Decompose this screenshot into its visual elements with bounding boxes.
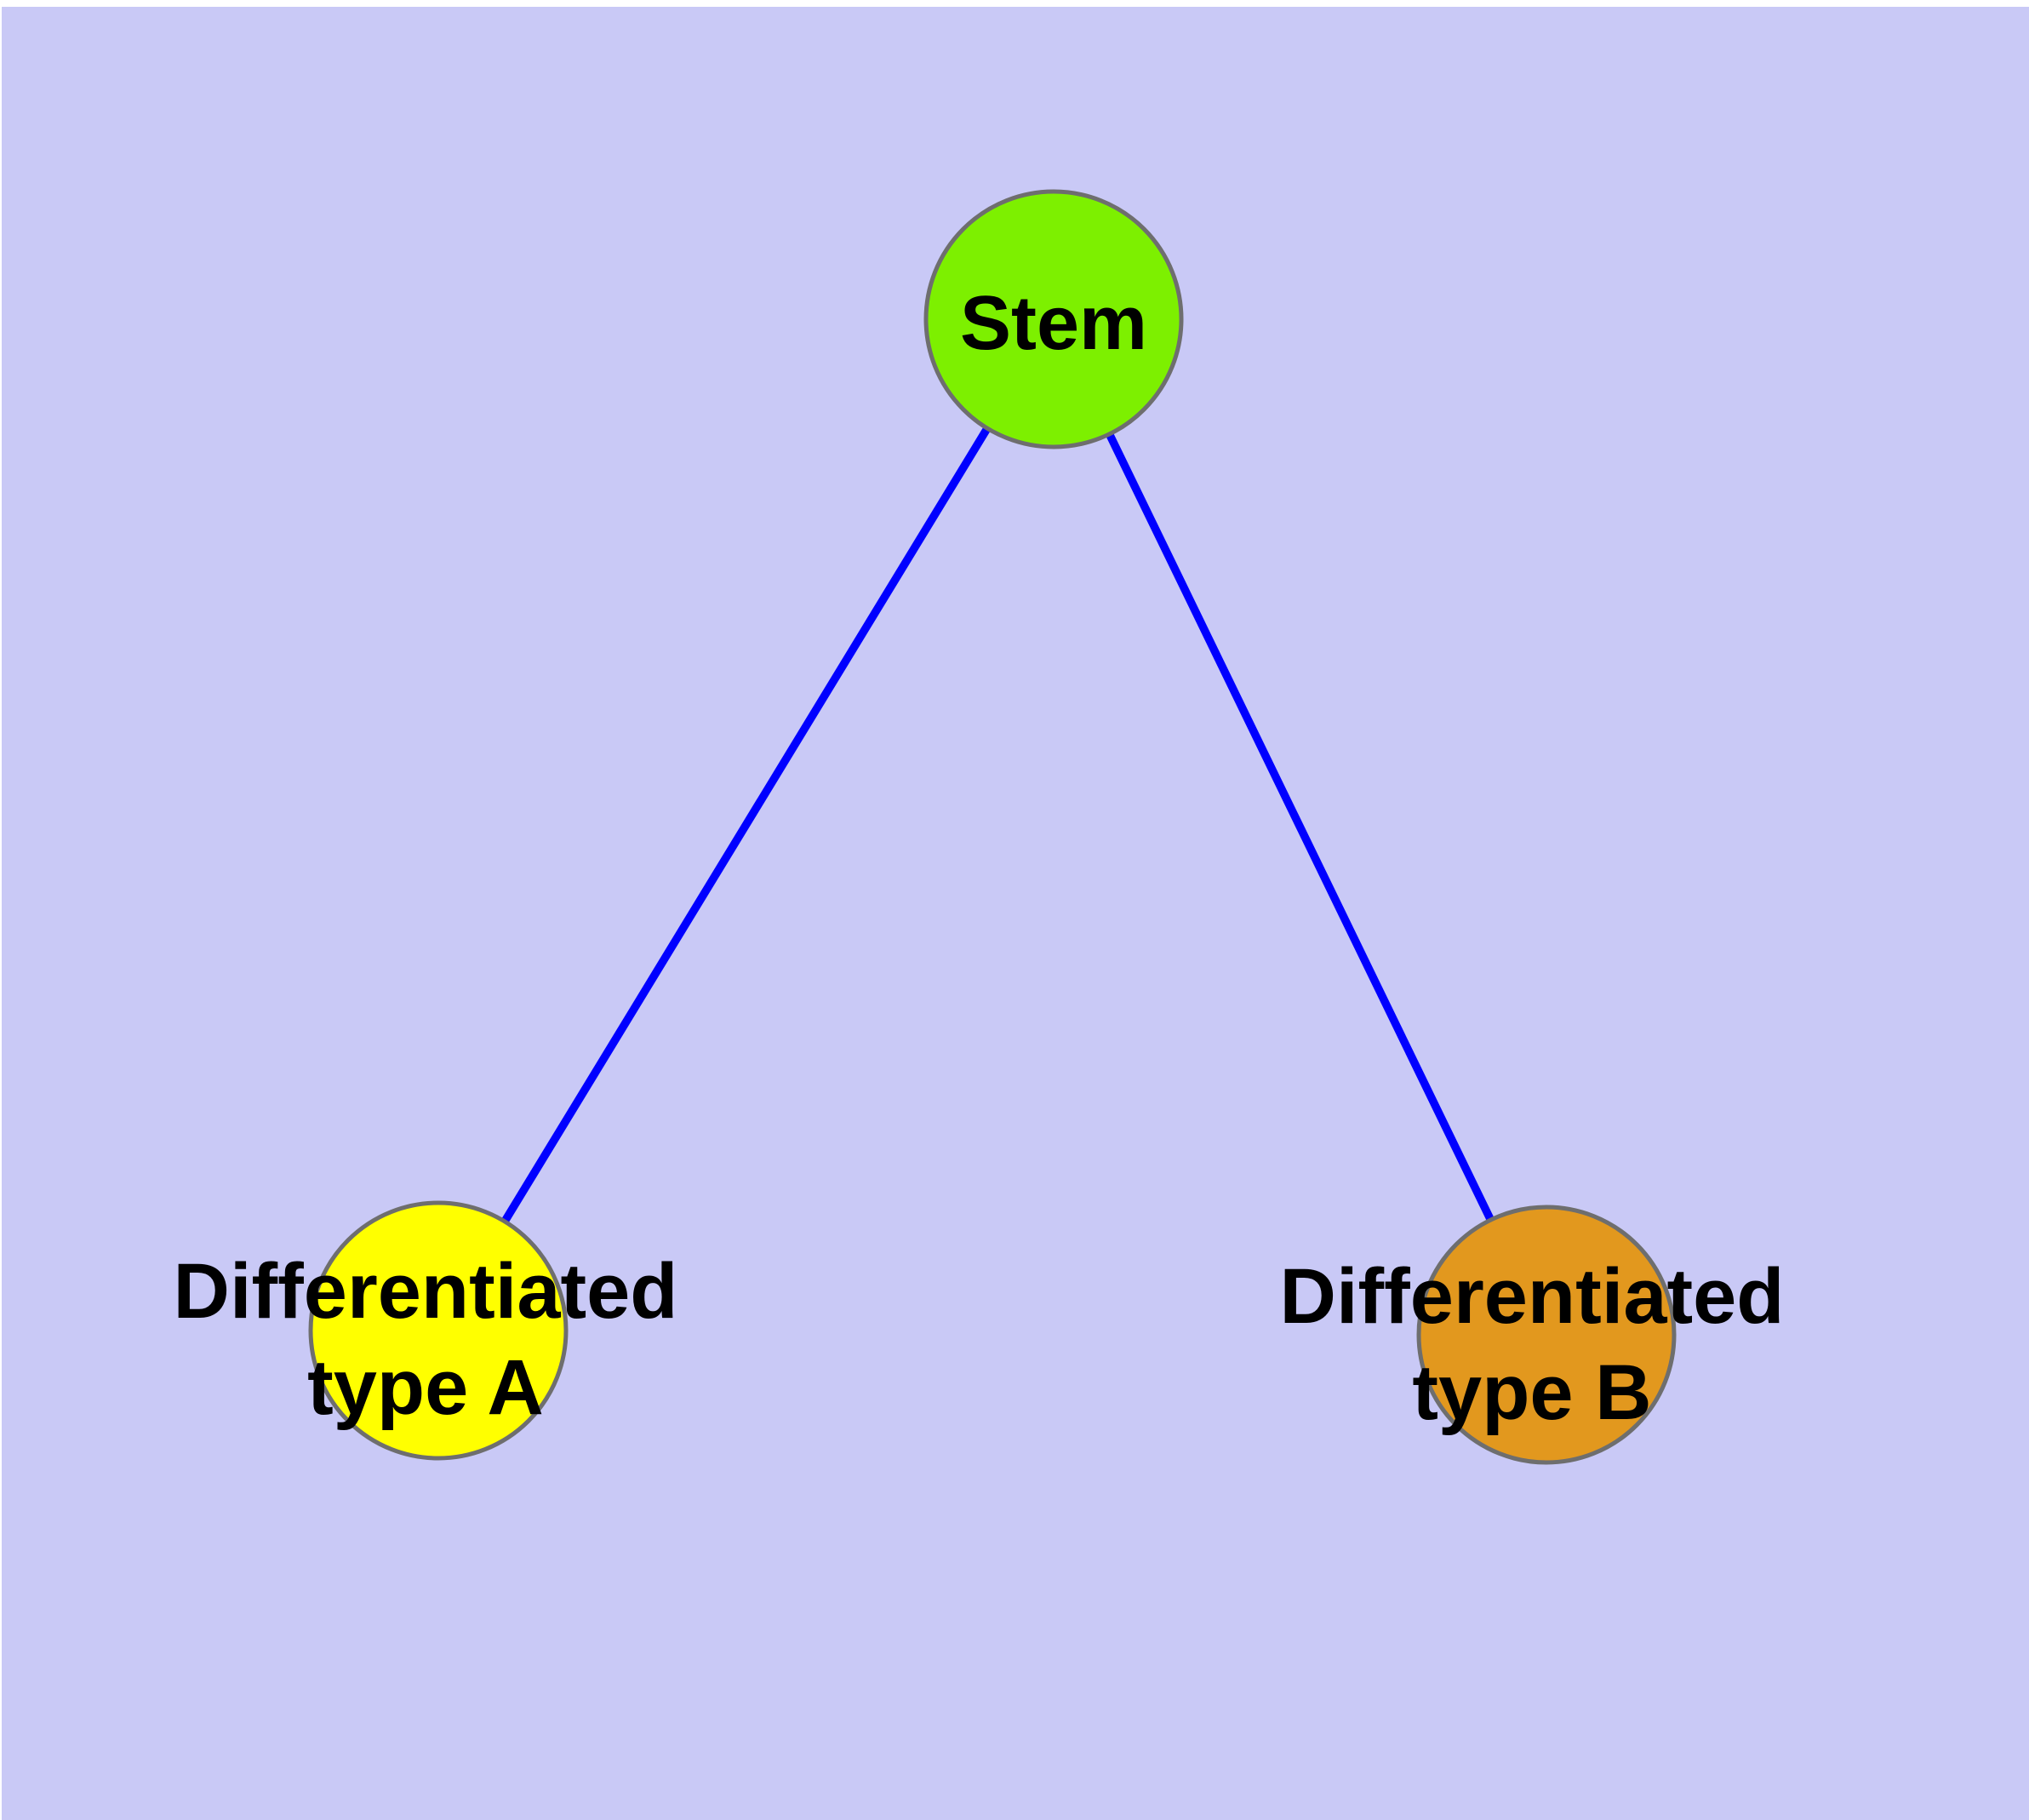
node-type-a-circle[interactable]: [308, 1200, 569, 1461]
node-type-a-label-line1: Differentiated: [174, 1248, 678, 1335]
edge-stem-to-type-a: [434, 317, 1058, 1333]
node-type-b-label-line1: Differentiated: [1280, 1253, 1785, 1340]
node-stem-circle[interactable]: [923, 189, 1184, 449]
node-type-a-label-line2: type A: [307, 1344, 544, 1431]
node-stem-label: Stem: [960, 281, 1147, 366]
node-type-b-circle[interactable]: [1416, 1205, 1677, 1465]
edge-stem-to-type-b: [1049, 317, 1551, 1337]
node-type-b-label-line2: type B: [1412, 1349, 1651, 1436]
